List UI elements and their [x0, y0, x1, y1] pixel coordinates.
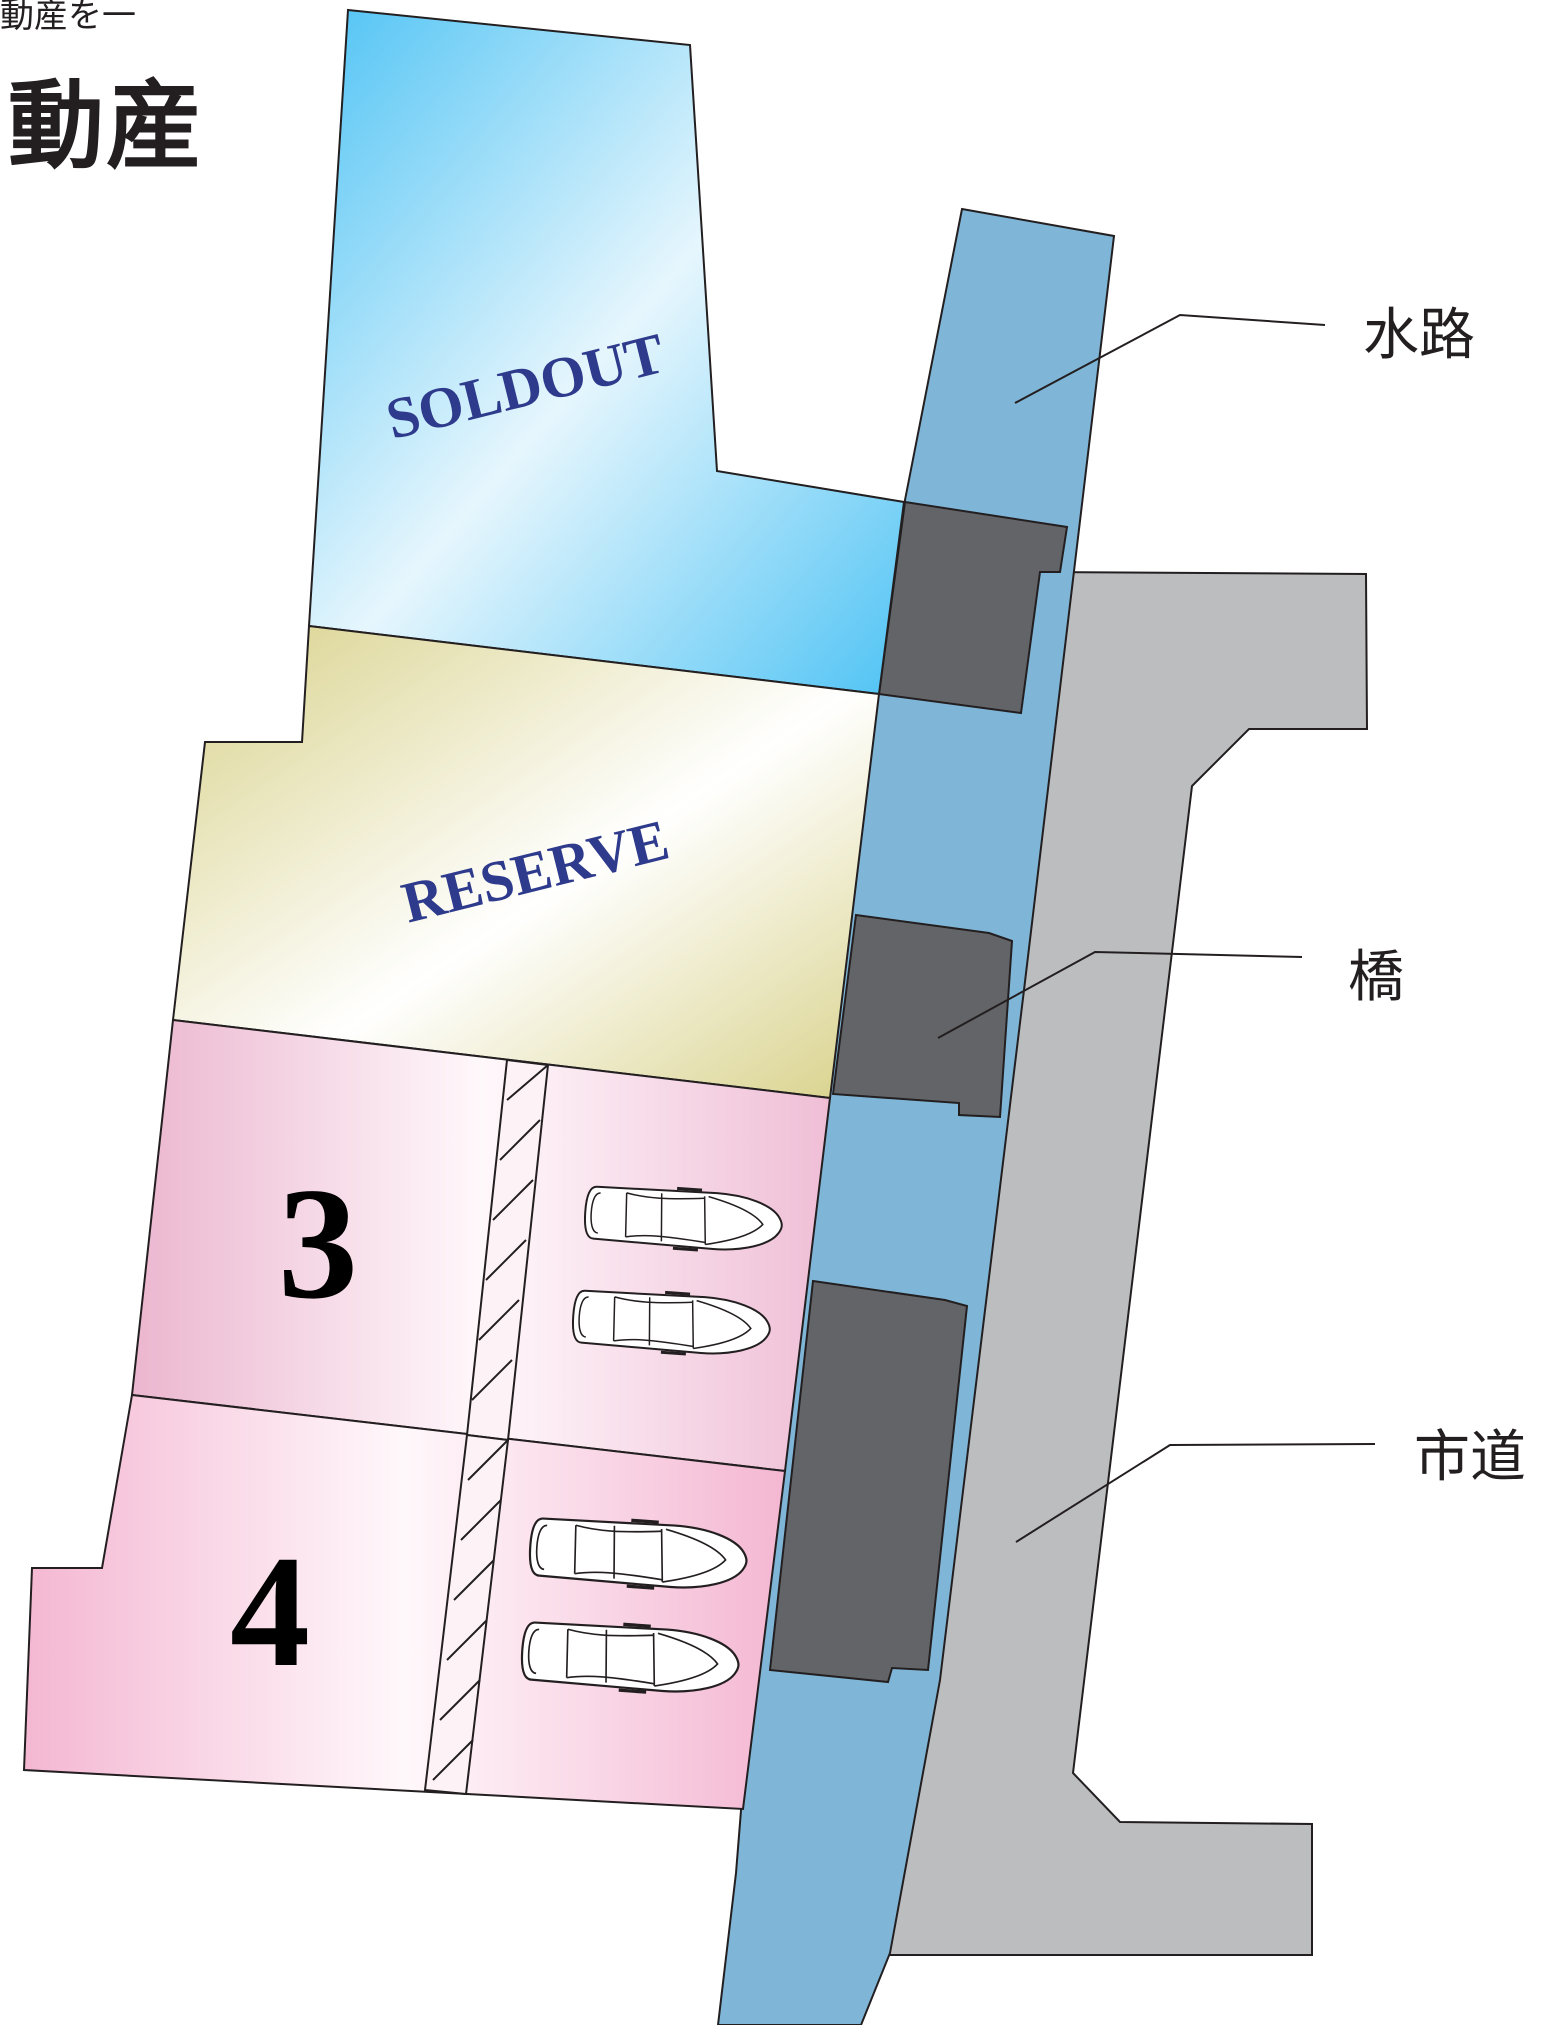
- legend-bridge-label: 橋: [1348, 945, 1404, 1010]
- bridge-3: [768, 1279, 969, 1684]
- leader-waterway: [1014, 313, 1326, 404]
- bridge-2: [831, 913, 1014, 1119]
- lot-4-number: 4: [230, 1522, 310, 1700]
- header-subtitle: 動産を一: [0, 0, 136, 36]
- lot-4[interactable]: [22, 1393, 787, 1811]
- legend-city-road-label: 市道: [1414, 1425, 1526, 1490]
- leader-city-road: [1015, 1443, 1376, 1543]
- driveway-lot-4: [423, 1433, 510, 1796]
- leader-bridge: [937, 950, 1303, 1039]
- lot-3-number: 3: [278, 1154, 358, 1332]
- legend-waterway-label: 水路: [1363, 303, 1475, 368]
- header-title: 動産: [8, 69, 204, 182]
